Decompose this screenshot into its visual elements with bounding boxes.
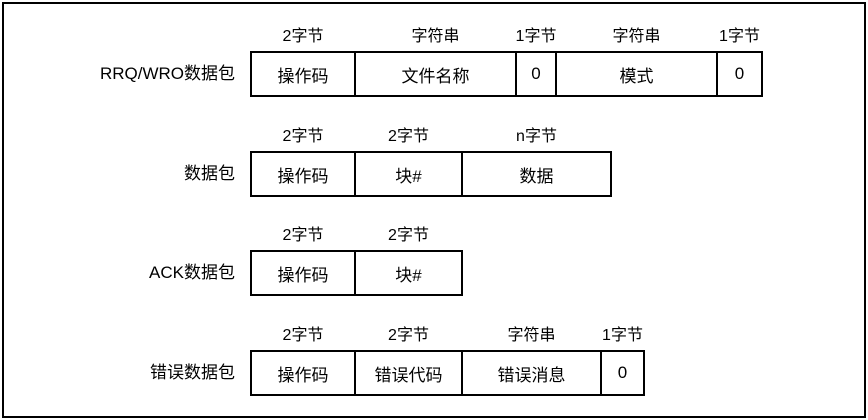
packet-row-error: 错误数据包 2字节 操作码 2字节 错误代码 字符串 错误消息 1字节 0	[150, 326, 645, 396]
field-size-label: 1字节	[719, 28, 760, 45]
field-mode: 字符串 模式	[555, 27, 718, 97]
field-error-code: 2字节 错误代码	[354, 326, 463, 396]
field-block-number: 2字节 块#	[354, 226, 463, 296]
field-block-number: 2字节 块#	[354, 127, 463, 197]
field-opcode: 2字节 操作码	[250, 27, 356, 97]
field-size-label: 字符串	[612, 28, 661, 45]
field-cell: 0	[515, 51, 557, 97]
field-cell: 0	[716, 51, 763, 97]
field-size-label: 2字节	[388, 128, 429, 145]
packet-label: 错误数据包	[150, 363, 235, 382]
field-size-label: 字符串	[411, 28, 460, 45]
field-size-label: 2字节	[282, 128, 324, 145]
field-cell: 操作码	[250, 250, 356, 296]
packet-label: RRQ/WRO数据包	[99, 64, 235, 83]
field-cell: 模式	[555, 51, 718, 97]
field-size-label: n字节	[516, 128, 557, 145]
field-group: 2字节 操作码 字符串 文件名称 1字节 0 字符串 模式 1字节 0	[250, 27, 763, 97]
field-opcode: 2字节 操作码	[250, 226, 356, 296]
field-size-label: 1字节	[602, 327, 643, 344]
field-cell: 错误消息	[461, 350, 602, 396]
field-zero: 1字节 0	[515, 27, 557, 97]
field-cell: 文件名称	[354, 51, 517, 97]
packet-row-rrq-wrq: RRQ/WRO数据包 2字节 操作码 字符串 文件名称 1字节 0 字符串 模式…	[100, 27, 763, 97]
field-cell: 块#	[354, 250, 463, 296]
field-filename: 字符串 文件名称	[354, 27, 517, 97]
field-group: 2字节 操作码 2字节 块#	[250, 226, 463, 296]
field-opcode: 2字节 操作码	[250, 127, 356, 197]
field-group: 2字节 操作码 2字节 错误代码 字符串 错误消息 1字节 0	[250, 326, 645, 396]
field-group: 2字节 操作码 2字节 块# n字节 数据	[250, 127, 612, 197]
field-cell: 错误代码	[354, 350, 463, 396]
field-size-label: 2字节	[282, 327, 324, 344]
field-opcode: 2字节 操作码	[250, 326, 356, 396]
field-cell: 操作码	[250, 151, 356, 197]
field-size-label: 2字节	[282, 227, 324, 244]
field-size-label: 字符串	[507, 327, 556, 344]
field-size-label: 2字节	[282, 28, 324, 45]
packet-row-data: 数据包 2字节 操作码 2字节 块# n字节 数据	[184, 127, 612, 197]
field-size-label: 1字节	[515, 28, 557, 45]
field-zero: 1字节 0	[716, 27, 763, 97]
field-cell: 块#	[354, 151, 463, 197]
field-error-message: 字符串 错误消息	[461, 326, 602, 396]
field-cell: 0	[600, 350, 645, 396]
packet-row-ack: ACK数据包 2字节 操作码 2字节 块#	[149, 226, 463, 296]
field-size-label: 2字节	[388, 327, 429, 344]
field-cell: 操作码	[250, 51, 356, 97]
field-data: n字节 数据	[461, 127, 612, 197]
field-cell: 操作码	[250, 350, 356, 396]
packet-label: ACK数据包	[149, 263, 235, 282]
field-zero: 1字节 0	[600, 326, 645, 396]
packet-label: 数据包	[184, 164, 235, 183]
field-cell: 数据	[461, 151, 612, 197]
field-size-label: 2字节	[388, 227, 429, 244]
